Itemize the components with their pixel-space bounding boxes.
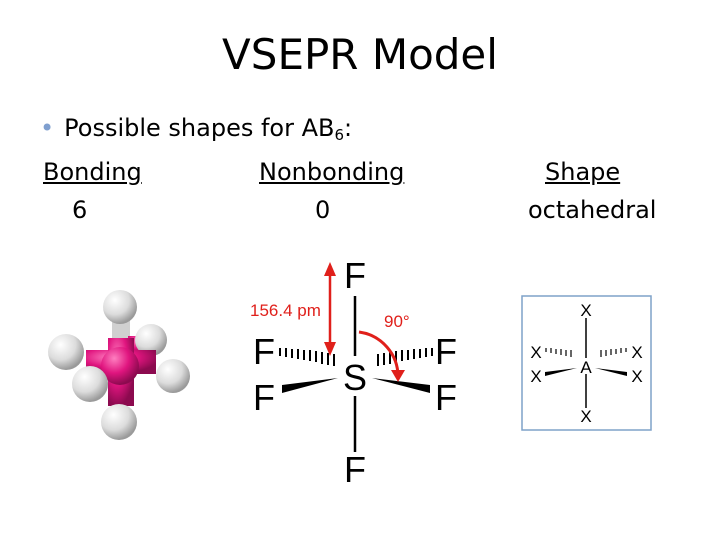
wedge-bond-right [372,378,430,393]
atom-label-right-front: F [435,377,457,418]
bullet-line: • Possible shapes for AB6: [40,114,352,144]
atom-label-right-back: F [435,331,457,372]
bond-length-label: 156.4 pm [250,301,321,320]
bonding-header: Bonding [43,158,142,186]
ligand-sphere-top [103,290,137,324]
ligand-sphere-left [48,334,84,370]
atom-label-right-back: X [631,343,642,362]
ligand-sphere-right [156,359,190,393]
shape-header: Shape [545,158,621,186]
bullet-text: Possible shapes for AB [64,114,335,142]
nonbonding-value: 0 [315,196,331,224]
central-sphere [101,347,139,385]
atom-label-bottom: X [580,407,591,426]
atom-label-top: F [344,255,366,296]
atom-label-top: X [580,301,591,320]
bullet-subscript: 6 [334,126,345,144]
atom-label-left-front: X [530,367,541,386]
hashed-bond-left [545,348,572,357]
wedge-bond-right [595,368,627,376]
ligand-sphere-front-left [72,366,108,402]
bullet-dot: • [40,114,55,142]
slide-title: VSEPR Model [222,30,498,79]
angle-label: 90° [384,312,410,331]
shape-value: octahedral [528,196,657,224]
arrow-head-down [324,342,336,356]
bullet-suffix: : [344,114,353,142]
angle-arc [358,330,400,378]
hashed-bond-left [279,348,335,366]
atom-label-left-back: F [253,331,275,372]
atom-label-central: S [343,357,367,398]
ligand-sphere-bottom [101,404,137,440]
nonbonding-header: Nonbonding [259,158,405,186]
wedge-bond-left [545,368,577,376]
hashed-bond-right [600,348,627,357]
bonding-value: 6 [72,196,88,224]
atom-label-central: A [580,358,592,377]
angle-arrow-head [391,370,405,382]
arrow-head-up [324,262,336,276]
atom-label-left-front: F [253,377,275,418]
atom-label-bottom: F [344,449,366,490]
atom-label-left-back: X [530,343,541,362]
ligand-sphere-back-right [135,324,167,356]
atom-label-right-front: X [631,367,642,386]
wedge-bond-left [282,378,338,393]
